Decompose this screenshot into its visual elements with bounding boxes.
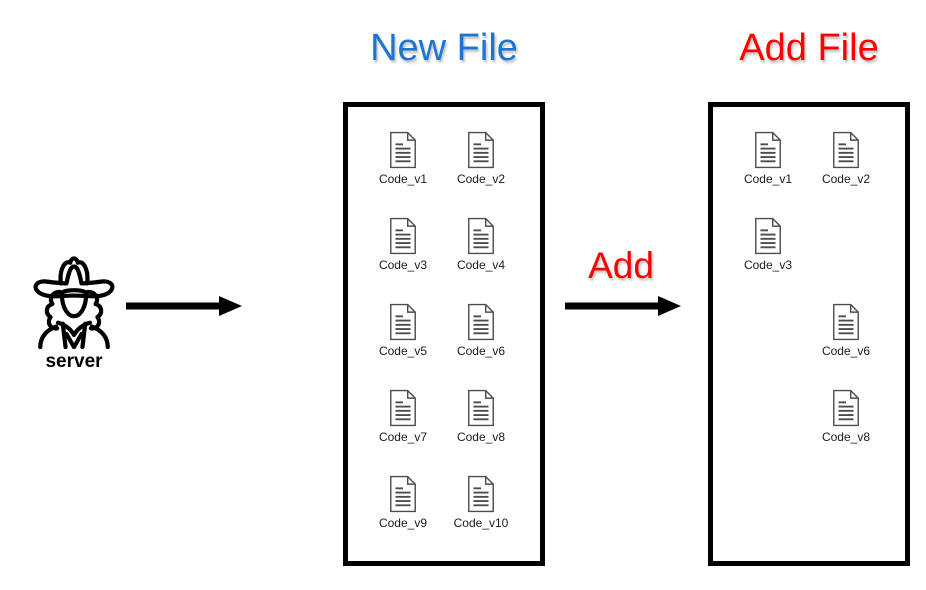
document-icon (468, 475, 494, 513)
document-icon (390, 303, 416, 341)
document-icon (833, 303, 859, 341)
file-row: Code_v6 (729, 303, 905, 365)
document-icon (390, 389, 416, 427)
file-item: Code_v6 (807, 303, 885, 365)
server-label: server (45, 351, 103, 372)
file-label: Code_v6 (456, 344, 506, 358)
document-icon (390, 131, 416, 169)
file-label: Code_v4 (456, 258, 506, 272)
file-item: Code_v2 (807, 131, 885, 193)
file-row: Code_v3 (729, 217, 905, 279)
file-label: Code_v3 (743, 258, 793, 272)
file-item: Code_v1 (729, 131, 807, 193)
empty-cell (807, 475, 885, 537)
file-row: Code_v1 Code_v2 (729, 131, 905, 193)
file-item: Code_v7 (364, 389, 442, 451)
file-item: Code_v10 (442, 475, 520, 537)
file-label: Code_v10 (453, 516, 509, 530)
add-file-title: Add File (739, 27, 879, 69)
file-label: Code_v5 (378, 344, 428, 358)
file-row: Code_v7 Code_v8 (364, 389, 540, 451)
file-item: Code_v9 (364, 475, 442, 537)
file-row: Code_v3 Code_v4 (364, 217, 540, 279)
file-item: Code_v3 (364, 217, 442, 279)
document-icon (833, 389, 859, 427)
document-icon (468, 131, 494, 169)
document-icon (468, 389, 494, 427)
file-item: Code_v2 (442, 131, 520, 193)
document-icon (755, 131, 781, 169)
file-label: Code_v8 (456, 430, 506, 444)
newfile-to-addfile-arrow-icon (565, 296, 681, 316)
empty-cell (729, 475, 807, 537)
document-icon (833, 131, 859, 169)
file-row: Code_v9 Code_v10 (364, 475, 540, 537)
empty-cell (729, 389, 807, 451)
file-label: Code_v3 (378, 258, 428, 272)
file-label: Code_v2 (456, 172, 506, 186)
file-label: Code_v1 (378, 172, 428, 186)
file-item: Code_v5 (364, 303, 442, 365)
file-item: Code_v8 (807, 389, 885, 451)
server-to-newfile-arrow-icon (126, 296, 242, 316)
file-label: Code_v1 (743, 172, 793, 186)
empty-cell (729, 303, 807, 365)
file-label: Code_v7 (378, 430, 428, 444)
document-icon (468, 303, 494, 341)
document-icon (755, 217, 781, 255)
empty-cell (807, 217, 885, 279)
server-actor: server (26, 244, 122, 373)
document-icon (468, 217, 494, 255)
document-icon (390, 217, 416, 255)
file-label: Code_v9 (378, 516, 428, 530)
file-row: Code_v1 Code_v2 (364, 131, 540, 193)
file-item: Code_v1 (364, 131, 442, 193)
file-item: Code_v8 (442, 389, 520, 451)
file-item: Code_v4 (442, 217, 520, 279)
file-label: Code_v2 (821, 172, 871, 186)
file-item: Code_v6 (442, 303, 520, 365)
file-label: Code_v8 (821, 430, 871, 444)
file-row (729, 475, 905, 537)
cowboy-person-icon (33, 256, 115, 349)
file-row: Code_v5 Code_v6 (364, 303, 540, 365)
file-label: Code_v6 (821, 344, 871, 358)
new-file-title: New File (370, 27, 518, 69)
document-icon (390, 475, 416, 513)
file-item: Code_v3 (729, 217, 807, 279)
add-action-label: Add (588, 245, 654, 286)
file-row: Code_v8 (729, 389, 905, 451)
